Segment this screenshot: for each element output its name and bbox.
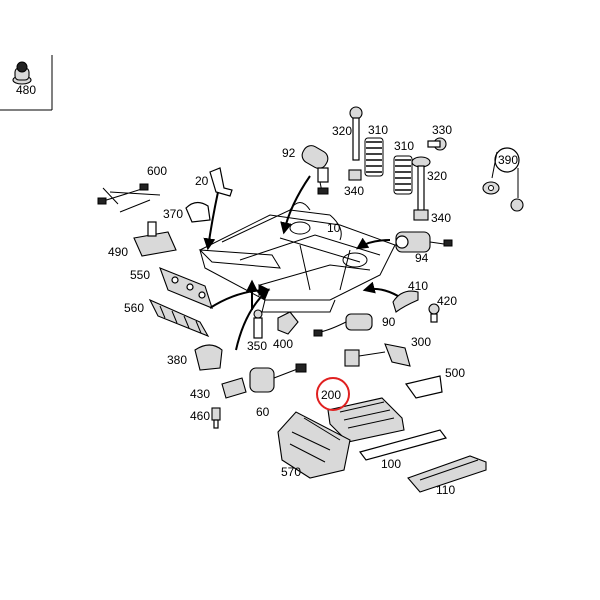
callout-340-mid: 340 (431, 211, 451, 225)
callout-20: 20 (195, 174, 209, 188)
part-390-group[interactable]: 390 (482, 147, 524, 212)
part-600-harness[interactable] (97, 183, 161, 213)
callout-400: 400 (273, 337, 293, 351)
callout-92: 92 (282, 146, 296, 160)
part-380-clamp[interactable] (194, 344, 223, 371)
part-92-motor[interactable] (299, 143, 331, 195)
part-500-bracket[interactable] (404, 375, 443, 399)
callout-460: 460 (190, 409, 210, 423)
callout-500: 500 (445, 366, 465, 380)
part-320-bolt-mid[interactable] (411, 156, 431, 213)
part-350-bolt[interactable] (253, 309, 263, 339)
part-400-knob[interactable] (277, 311, 299, 335)
callout-320-mid: 320 (427, 169, 447, 183)
callout-410: 410 (408, 279, 428, 293)
callout-200: 200 (321, 388, 341, 402)
part-480-inset[interactable]: 480 (0, 55, 53, 111)
part-300-module[interactable] (344, 343, 411, 367)
callout-10: 10 (327, 221, 341, 235)
leader-arrows (203, 175, 399, 351)
part-330-screw[interactable] (427, 137, 447, 151)
part-480-icon (12, 61, 32, 85)
callout-350: 350 (247, 339, 267, 353)
callout-430: 430 (190, 387, 210, 401)
part-310-spring-mid[interactable] (393, 155, 413, 195)
part-420-screw[interactable] (428, 303, 440, 323)
part-310-spring-top[interactable] (364, 137, 384, 177)
part-410-handle[interactable] (392, 290, 419, 313)
part-320-bolt-top[interactable] (349, 106, 363, 161)
callout-90: 90 (382, 315, 396, 329)
part-10-seat-frame[interactable] (198, 202, 396, 313)
callout-310-mid: 310 (394, 139, 414, 153)
callout-300: 300 (411, 335, 431, 349)
callout-380: 380 (167, 353, 187, 367)
callout-310-top: 310 (368, 123, 388, 137)
part-490-block[interactable] (133, 221, 177, 257)
part-110-rail[interactable] (407, 455, 487, 493)
part-430-connector[interactable] (221, 377, 247, 399)
part-560-rail[interactable] (148, 298, 210, 338)
callout-370: 370 (163, 207, 183, 221)
part-550-panel[interactable] (159, 267, 213, 309)
part-90-drive[interactable] (313, 313, 373, 337)
callout-390: 390 (498, 153, 518, 167)
callout-600: 600 (147, 164, 167, 178)
part-370-clip[interactable] (185, 201, 211, 223)
part-100-rail[interactable] (358, 429, 448, 461)
callout-340-top: 340 (344, 184, 364, 198)
part-200-control-unit[interactable] (327, 397, 405, 443)
part-570-seat-base[interactable] (277, 411, 351, 479)
callout-100: 100 (381, 457, 401, 471)
callout-94: 94 (415, 251, 429, 265)
callout-570: 570 (281, 465, 301, 479)
callout-420: 420 (437, 294, 457, 308)
part-460-bolt[interactable] (211, 407, 221, 429)
part-20-bracket[interactable] (209, 167, 233, 197)
part-60-motor[interactable] (249, 363, 307, 393)
callout-320-top: 320 (332, 124, 352, 138)
part-340-nut-top[interactable] (348, 169, 362, 181)
callout-560: 560 (124, 301, 144, 315)
highlight-circle-200 (316, 377, 350, 411)
callout-330: 330 (432, 123, 452, 137)
part-340-nut-mid[interactable] (413, 209, 429, 221)
part-94-motor[interactable] (395, 231, 453, 253)
callout-490: 490 (108, 245, 128, 259)
callout-110: 110 (436, 483, 455, 497)
callout-550: 550 (130, 268, 150, 282)
callout-60: 60 (256, 405, 270, 419)
callout-480: 480 (16, 83, 36, 97)
